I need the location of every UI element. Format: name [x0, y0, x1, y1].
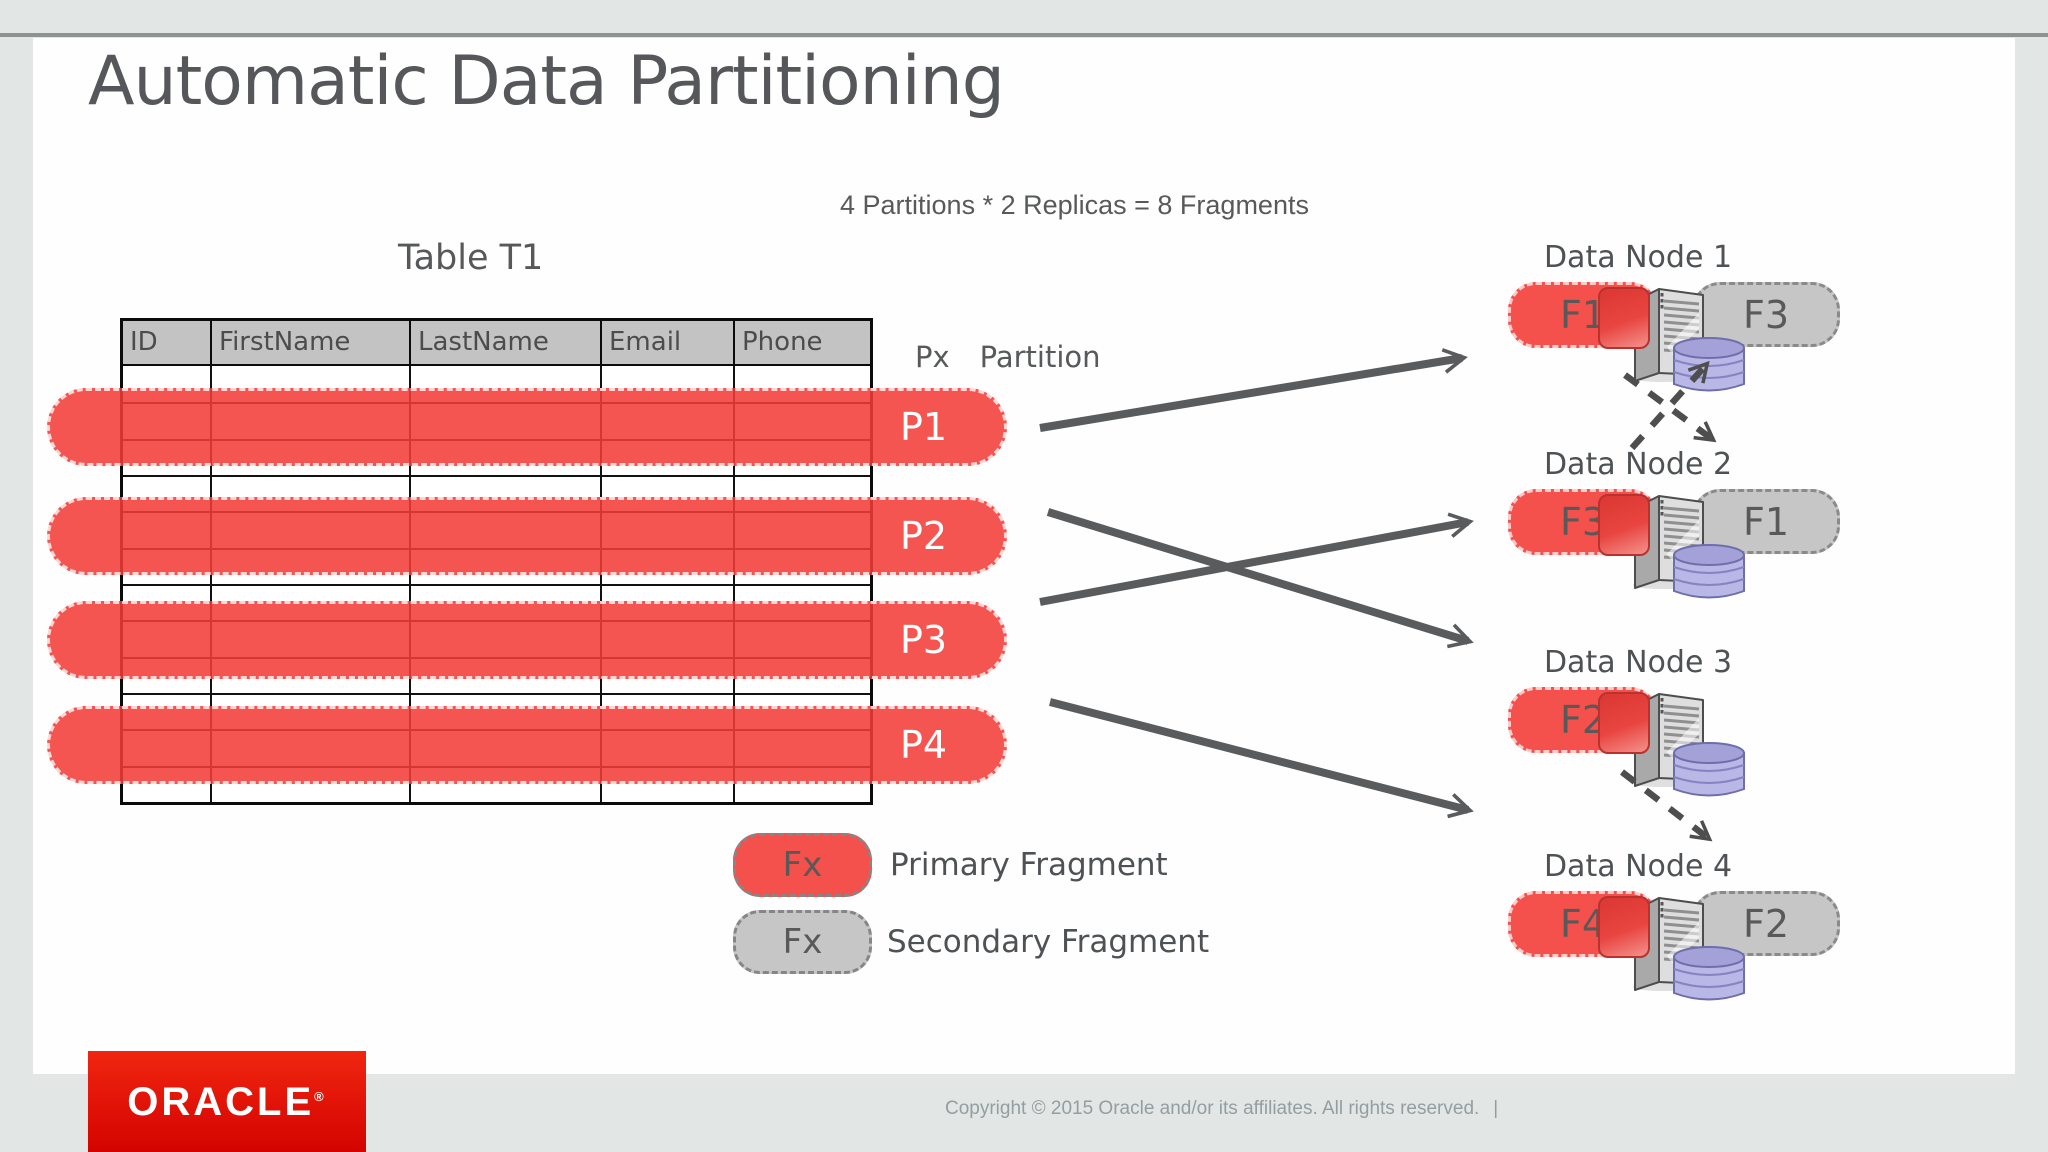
copyright-line: Copyright © 2015 Oracle and/or its affil… — [945, 1098, 1498, 1120]
legend-primary-label: Primary Fragment — [890, 847, 1168, 883]
secondary-fragment-pill: F3 — [1692, 282, 1840, 347]
database-icon — [1673, 337, 1745, 392]
column-header: FirstName — [212, 321, 411, 364]
column-header: ID — [123, 321, 212, 364]
legend-swatch-text: Fx — [782, 922, 823, 962]
row-line — [123, 693, 870, 695]
fragment-cube-icon — [1598, 896, 1650, 958]
partition-band-p2: P2 — [47, 497, 1007, 575]
fragment-id: F3 — [1742, 292, 1790, 337]
table-header-row: ID FirstName LastName Email Phone — [123, 321, 870, 366]
data-node-4: Data Node 4 F2 F4 — [1508, 849, 1848, 1014]
partition-label: P2 — [900, 514, 948, 558]
fragment-formula: 4 Partitions * 2 Replicas = 8 Fragments — [840, 190, 1309, 220]
partition-band-p3: P3 — [47, 601, 1007, 679]
partition-label: P4 — [900, 723, 948, 767]
partition-key-symbol: Px — [915, 340, 950, 374]
data-node-label: Data Node 3 — [1543, 645, 1733, 680]
secondary-fragment-pill: F1 — [1692, 489, 1840, 554]
column-header: Email — [602, 321, 735, 364]
fragment-cube-icon — [1598, 494, 1650, 556]
row-line — [123, 584, 870, 586]
legend-swatch-text: Fx — [782, 845, 823, 885]
database-icon — [1673, 544, 1745, 599]
fragment-id: F1 — [1742, 499, 1790, 544]
fragment-id: F2 — [1742, 901, 1790, 946]
database-icon — [1673, 946, 1745, 1001]
oracle-wordmark: ORACLE® — [127, 1079, 327, 1124]
copyright-text: Copyright © 2015 Oracle and/or its affil… — [945, 1098, 1480, 1119]
partition-key-label: Partition — [979, 340, 1101, 374]
fragment-cube-icon — [1598, 692, 1650, 754]
registered-trademark-icon: ® — [314, 1088, 327, 1104]
data-node-3: Data Node 3 F2 — [1508, 645, 1848, 810]
partition-band-p4: P4 — [47, 706, 1007, 784]
legend-secondary-label: Secondary Fragment — [887, 924, 1210, 960]
column-header: Phone — [742, 327, 823, 357]
oracle-logo: ORACLE® — [88, 1051, 366, 1152]
data-node-label: Data Node 2 — [1543, 447, 1733, 482]
footer-separator: | — [1493, 1098, 1499, 1119]
partition-band-p1: P1 — [47, 388, 1007, 466]
partition-key-heading: Px Partition — [915, 340, 1101, 374]
partition-label: P3 — [900, 618, 948, 662]
slide-title: Automatic Data Partitioning — [88, 42, 1005, 121]
data-node-1: Data Node 1 F3 F1 — [1508, 240, 1848, 405]
column-header: LastName — [411, 321, 602, 364]
fragment-cube-icon — [1598, 287, 1650, 349]
top-divider-line — [0, 33, 2048, 37]
legend-secondary-swatch: Fx — [733, 910, 872, 974]
partition-label: P1 — [900, 405, 948, 449]
data-node-label: Data Node 1 — [1543, 240, 1733, 275]
data-node-label: Data Node 4 — [1543, 849, 1733, 884]
row-line — [123, 475, 870, 477]
table-caption: Table T1 — [398, 238, 544, 278]
data-node-2: Data Node 2 F1 F3 — [1508, 447, 1848, 612]
secondary-fragment-pill: F2 — [1692, 891, 1840, 956]
database-icon — [1673, 742, 1745, 797]
legend-primary-swatch: Fx — [733, 833, 872, 897]
